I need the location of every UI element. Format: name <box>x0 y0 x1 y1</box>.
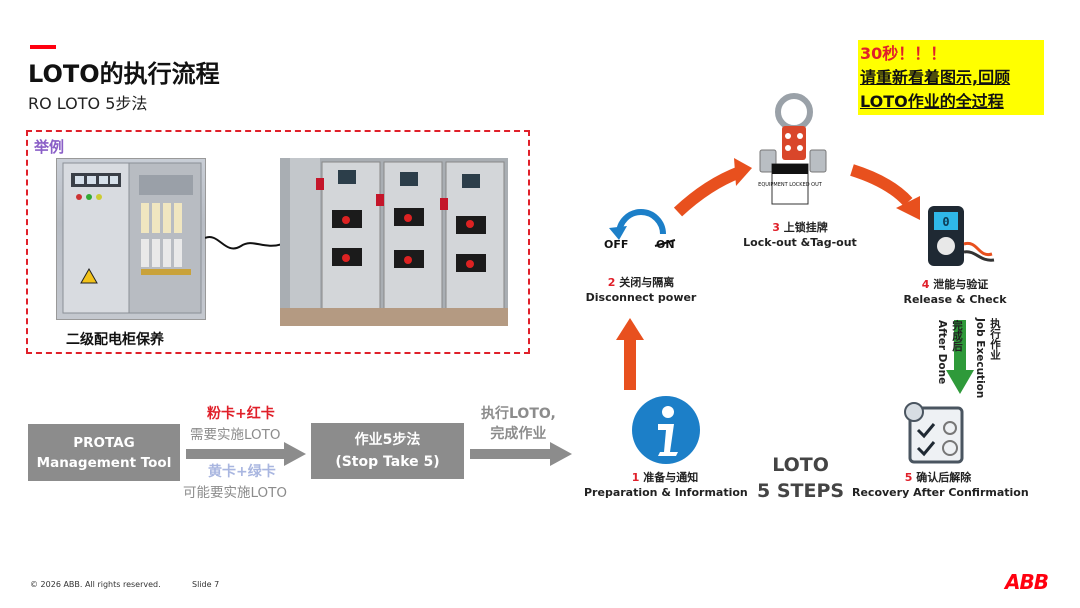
steps5-line1: 作业5步法 <box>354 432 421 448</box>
protag-management-tool-box: PROTAG Management Tool <box>28 424 180 481</box>
off-label: OFF <box>604 238 629 251</box>
step-2-en: Disconnect power <box>585 291 697 304</box>
loto-cycle-arrows <box>616 158 974 394</box>
step-4-num: 4 <box>921 278 930 291</box>
distribution-cabinet-photo <box>56 158 206 320</box>
example-label: 举例 <box>34 138 65 156</box>
protag-line1: PROTAG <box>73 434 135 451</box>
step-5-label: 5 确认后解除 Recovery After Confirmation <box>852 470 1029 500</box>
loto-5-steps-label: LOTO 5 STEPS <box>757 452 844 504</box>
step-5-en: Recovery After Confirmation <box>852 486 1029 499</box>
title-accent-bar <box>30 45 56 49</box>
on-label: ON <box>656 238 675 251</box>
step-3-num: 3 <box>772 221 780 234</box>
page-subtitle: RO LOTO 5步法 <box>28 94 148 113</box>
step-1-cn: 准备与通知 <box>643 471 699 484</box>
lockout-hasp-icon: EQUIPMENT LOCKED OUT <box>758 93 827 205</box>
copyright-text: © 2026 ABB. All rights reserved. <box>30 580 161 589</box>
step-1-en: Preparation & Information <box>584 486 748 499</box>
step-3-label: 3 上锁挂牌 Lock-out &Tag-out <box>738 220 862 250</box>
yellow-green-card-sub: 可能要实施LOTO <box>183 485 288 501</box>
flow-arrow-right-1 <box>186 442 306 466</box>
execute-loto-text: 执行LOTO, 完成作业 <box>481 404 556 444</box>
review-note-line1: 30秒！！！ <box>860 44 947 63</box>
abb-logo: ABB <box>1005 570 1049 594</box>
voltage-tester-icon: 0 <box>928 206 995 266</box>
page-title: LOTO的执行流程 <box>28 60 220 88</box>
checklist-icon <box>904 402 964 464</box>
off-on-switch-icon <box>609 209 676 247</box>
review-note-line2: 请重新看着图示,回顾 <box>860 68 1011 87</box>
stop-take-5-box: 作业5步法 (Stop Take 5) <box>311 423 464 479</box>
example-frame <box>26 130 530 354</box>
lockout-tag-text: EQUIPMENT LOCKED OUT <box>758 182 823 188</box>
connector-line <box>205 236 283 250</box>
step-2-label: 2 关闭与隔离 Disconnect power <box>585 275 697 305</box>
review-note-line3: LOTO作业的全过程 <box>860 92 1004 111</box>
review-note: 30秒！！！ 请重新看着图示,回顾 LOTO作业的全过程 <box>858 40 1044 115</box>
loto-label: LOTO <box>772 454 829 476</box>
step-1-label: 1 准备与通知 Preparation & Information <box>584 470 748 500</box>
step-5-cn: 确认后解除 <box>916 471 972 484</box>
flow-arrow-right-2 <box>470 442 572 466</box>
step-3-cn: 上锁挂牌 <box>783 221 828 234</box>
execute-line2: 完成作业 <box>490 426 547 442</box>
yellow-green-card-label: 黄卡+绿卡 <box>208 464 276 480</box>
after-done-cn: 完成后 <box>951 320 963 352</box>
step-1-num: 1 <box>631 471 640 484</box>
step-4-cn: 泄能与验证 <box>933 278 989 291</box>
after-done-en: After Done <box>936 320 948 385</box>
job-execution-en: Job Execution <box>974 318 986 399</box>
step-4-label: 4 泄能与验证 Release & Check <box>898 277 1012 307</box>
pink-red-card-label: 粉卡+红卡 <box>207 406 275 422</box>
job-execution-cn: 执行作业 <box>989 318 1001 360</box>
five-steps-label: 5 STEPS <box>757 480 845 502</box>
step-2-cn: 关闭与隔离 <box>619 276 675 289</box>
example-caption: 二级配电柜保养 <box>66 332 164 348</box>
execute-line1: 执行LOTO, <box>481 406 556 422</box>
switchgear-lockout-photo <box>280 158 508 326</box>
svg-text:0: 0 <box>942 215 949 229</box>
info-icon <box>632 396 700 464</box>
steps5-line2: (Stop Take 5) <box>335 454 440 470</box>
step-3-en: Lock-out &Tag-out <box>743 236 857 249</box>
step-2-num: 2 <box>607 276 616 289</box>
step-4-en: Release & Check <box>903 293 1007 306</box>
slide-number: Slide 7 <box>192 580 220 589</box>
protag-line2: Management Tool <box>36 454 172 471</box>
pink-red-card-sub: 需要实施LOTO <box>190 427 281 443</box>
step-5-num: 5 <box>904 471 913 484</box>
